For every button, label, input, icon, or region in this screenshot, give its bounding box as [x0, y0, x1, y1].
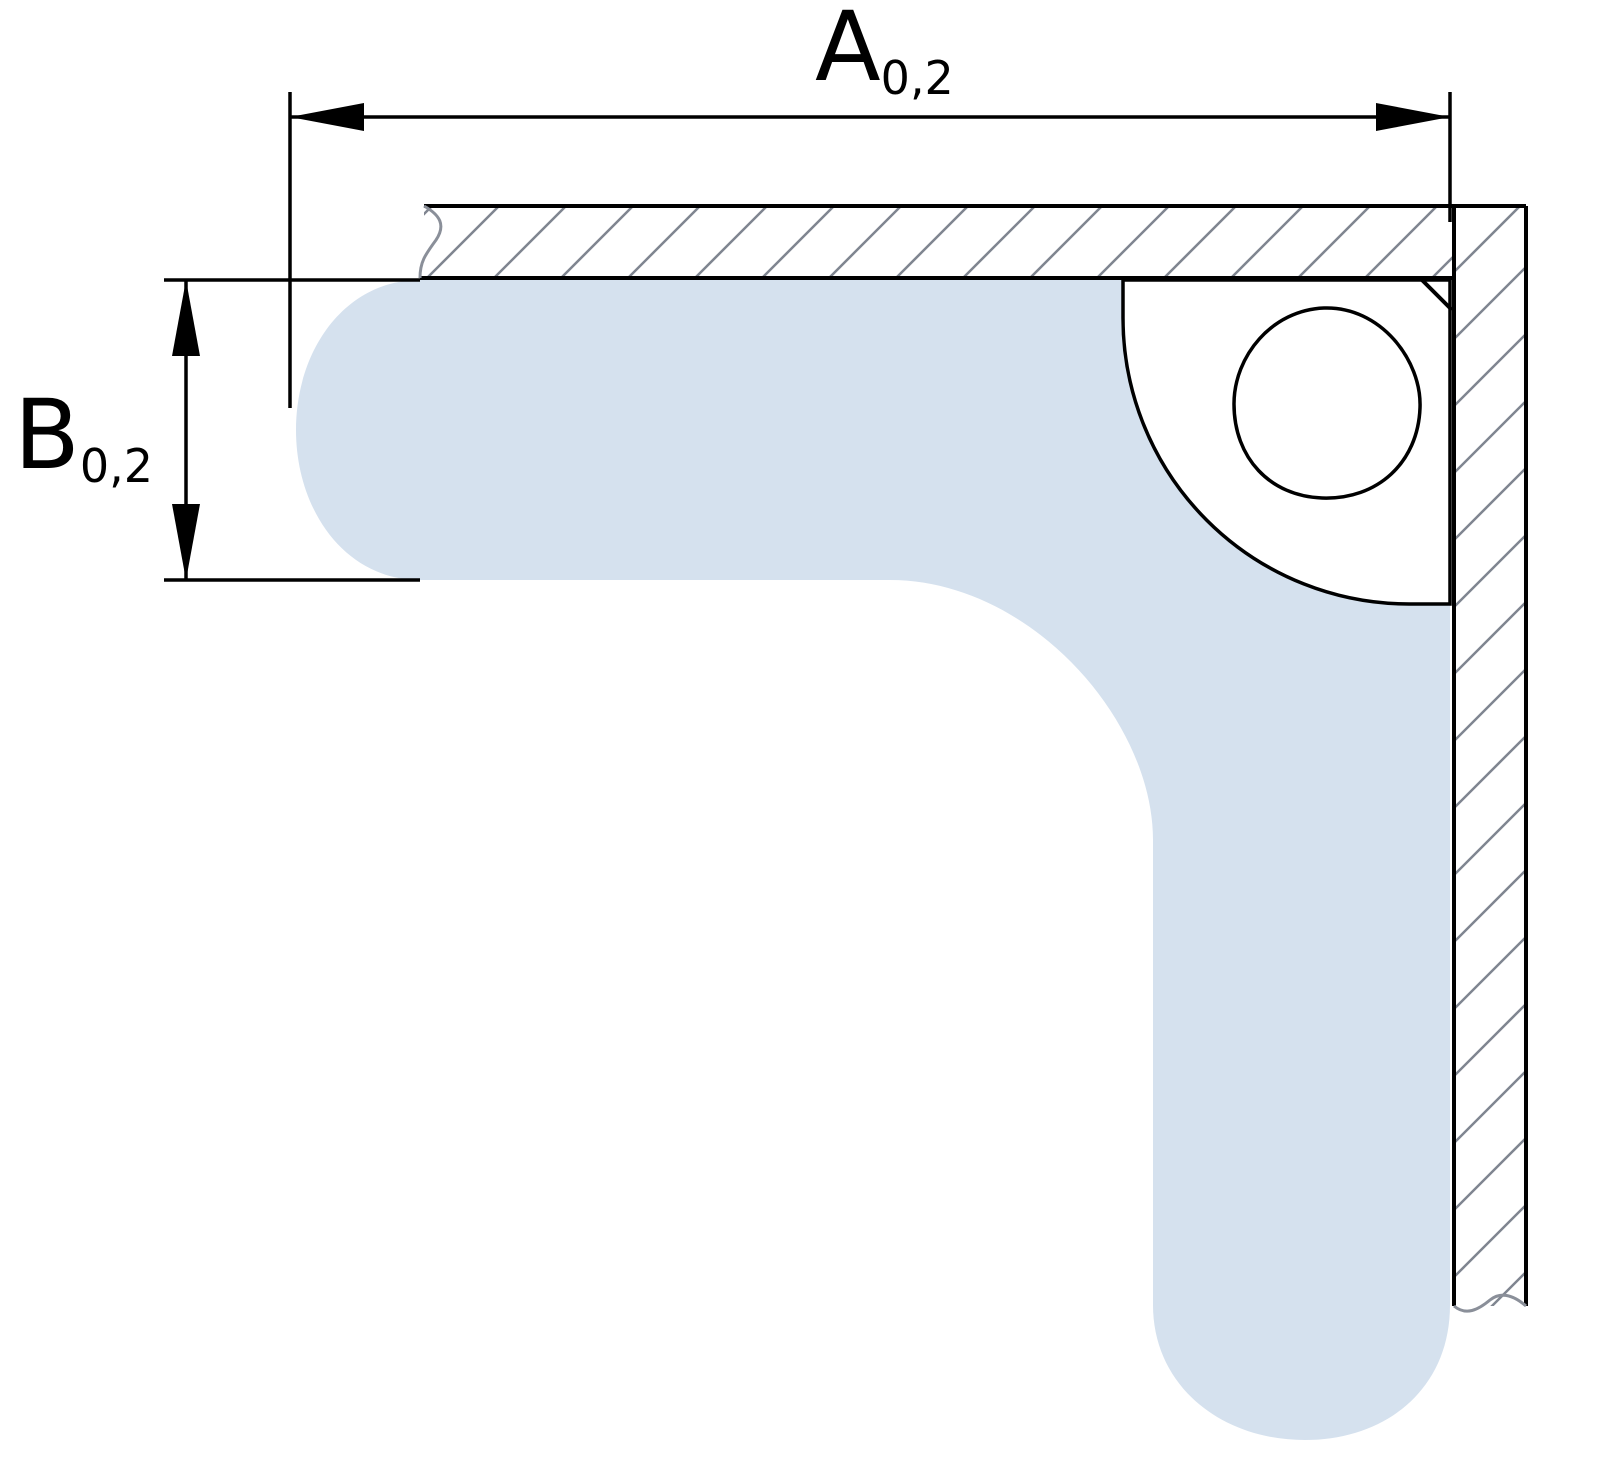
hatch-line — [962, 206, 1036, 278]
hatch-line — [1454, 467, 1526, 541]
hatch-line — [1163, 206, 1237, 278]
hatch-line — [560, 206, 634, 278]
hatch-line — [1490, 1271, 1526, 1306]
dimension-a-label: A0,2 — [815, 0, 954, 105]
hatch-line — [1029, 206, 1103, 278]
hatch-line — [1454, 1204, 1526, 1278]
hatch-line — [1454, 668, 1526, 742]
hatch-line — [761, 206, 835, 278]
hatch-line — [1454, 266, 1526, 340]
hatch-line — [1454, 400, 1526, 474]
housing-outline — [420, 204, 1528, 1306]
right-wall-hatch — [1454, 206, 1526, 1411]
hatch-line — [694, 206, 768, 278]
hatch-line — [1454, 735, 1526, 809]
hatch-line — [1454, 869, 1526, 943]
dimension-b — [164, 278, 420, 582]
hatch-line — [828, 206, 902, 278]
break-line-right — [1453, 1293, 1527, 1313]
hatch-line — [493, 206, 567, 278]
seal-profile-area — [296, 280, 1450, 1440]
hatch-line — [1454, 601, 1526, 675]
hatch-line — [1454, 206, 1522, 273]
hatch-line — [1454, 1137, 1526, 1211]
hatch-line — [1454, 333, 1526, 407]
hatch-line — [1297, 206, 1371, 278]
hatch-line — [1454, 936, 1526, 1010]
hatch-line — [1454, 534, 1526, 608]
hatch-line — [1454, 802, 1526, 876]
hatch-line — [895, 206, 969, 278]
hatch-line — [1364, 206, 1438, 278]
dimension-b-label: B0,2 — [14, 379, 153, 493]
hatch-line — [426, 206, 500, 278]
break-line-top — [418, 204, 443, 279]
top-wall-hatch — [424, 206, 1454, 278]
dimension-a — [288, 92, 1452, 408]
hatch-line — [1454, 1070, 1526, 1144]
hatch-line — [1454, 1339, 1526, 1411]
hatch-line — [627, 206, 701, 278]
o-ring-circle — [1232, 306, 1422, 500]
hatch-line — [1096, 206, 1170, 278]
hatch-line — [1431, 254, 1454, 278]
hatch-line — [1230, 206, 1304, 278]
hatch-line — [1454, 1003, 1526, 1077]
